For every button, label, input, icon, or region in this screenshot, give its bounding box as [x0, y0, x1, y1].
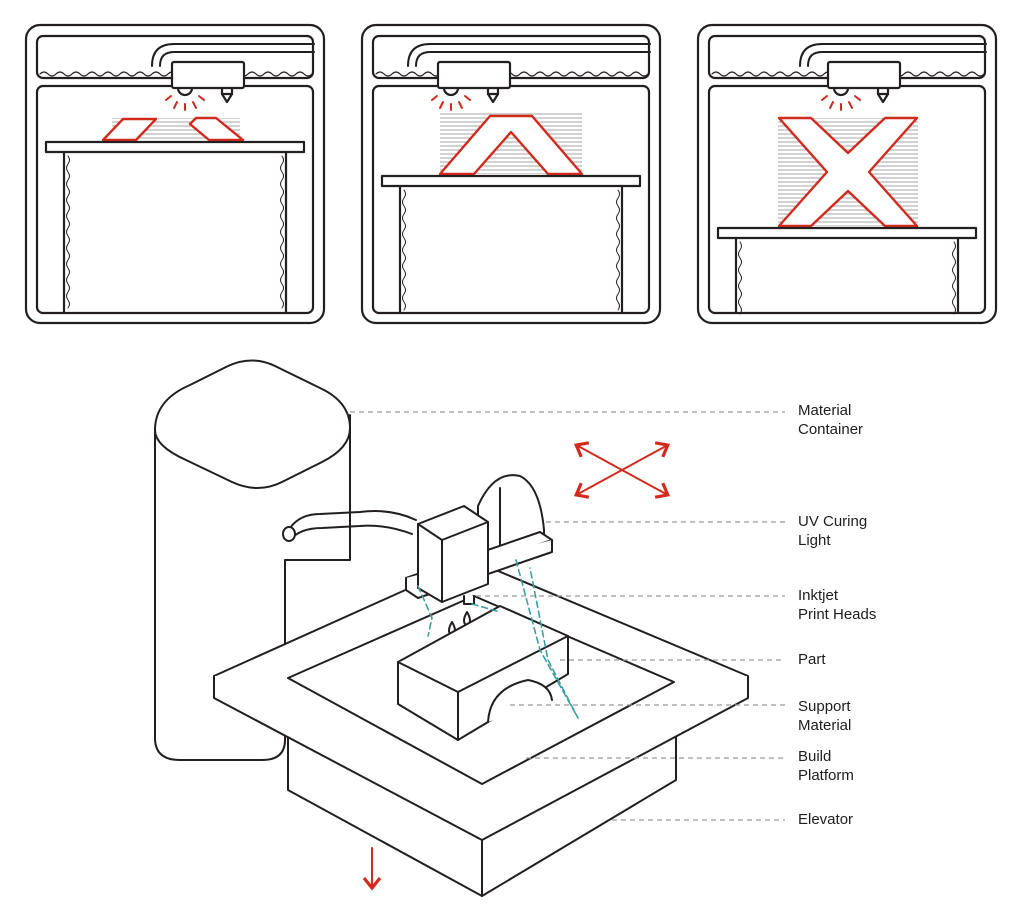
label-inkjet-print-heads: Inktjet Print Heads — [798, 587, 877, 623]
print-head-carriage — [405, 505, 553, 605]
label-support-material: Support Material — [798, 698, 852, 734]
stage-3-printer — [696, 23, 998, 325]
stage-1-printer — [24, 23, 326, 325]
printer-illustration — [154, 359, 749, 897]
feed-hose — [282, 510, 417, 542]
label-material-container: Material Container — [798, 402, 864, 438]
material-container-body — [154, 359, 351, 761]
uv-curing-light-lamp — [477, 474, 545, 553]
leader-lines — [350, 411, 785, 821]
label-build-platform: Build Platform — [798, 748, 854, 784]
printer-stages — [24, 23, 998, 325]
label-part: Part — [798, 651, 826, 668]
stage-2-printer — [360, 23, 662, 325]
support-material-outline — [417, 559, 579, 719]
label-elevator: Elevator — [798, 811, 854, 828]
printed-part — [397, 605, 569, 741]
label-uv-curing-light: UV Curing Light — [798, 513, 868, 549]
xy-motion-arrows — [573, 441, 671, 499]
